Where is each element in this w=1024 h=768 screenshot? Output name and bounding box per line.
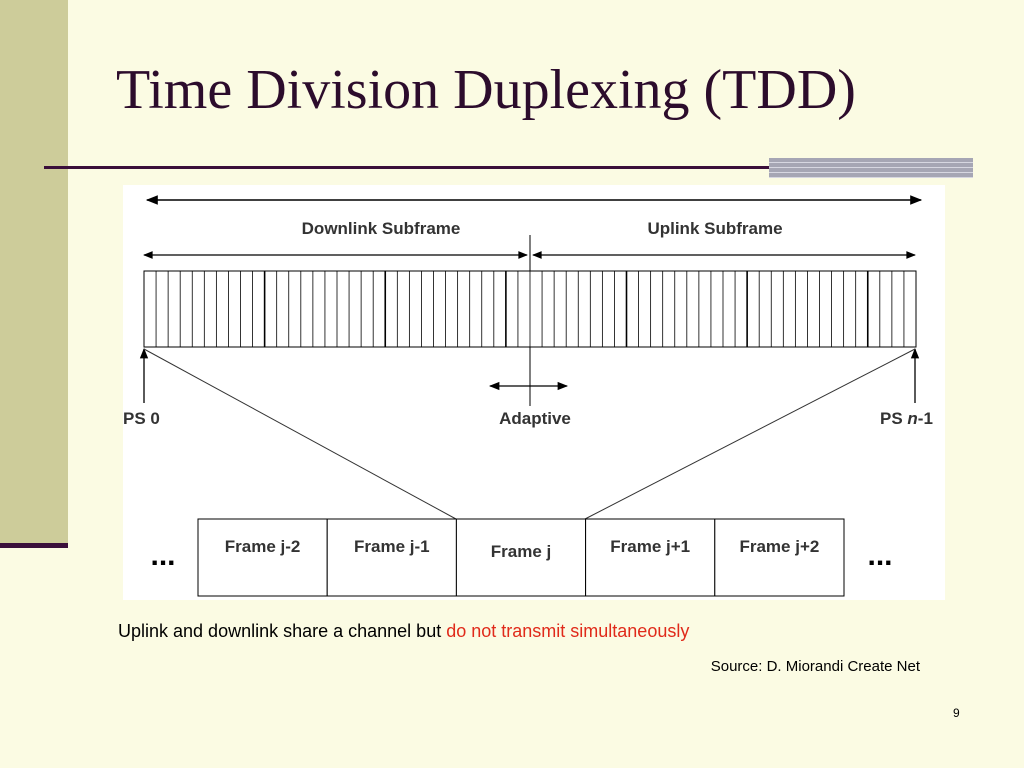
frame-label: Frame j <box>491 542 551 561</box>
caption-text: Uplink and downlink share a channel but <box>118 621 447 641</box>
frame-box <box>714 518 845 597</box>
downlink-subframe-label: Downlink Subframe <box>302 219 461 238</box>
ellipsis-right: ... <box>867 539 892 572</box>
tdd-diagram-svg: Downlink Subframe Uplink Subframe PS 0 P… <box>123 195 933 597</box>
ellipsis-left: ... <box>150 539 175 572</box>
page-number: 9 <box>953 706 960 720</box>
frame-box <box>197 518 328 597</box>
frame-label: Frame j+2 <box>739 537 819 556</box>
slot-lines <box>155 271 905 347</box>
title-underline <box>44 166 784 169</box>
frame-label: Frame j+1 <box>610 537 690 556</box>
frame-label: Frame j-2 <box>225 537 301 556</box>
slide-caption: Uplink and downlink share a channel but … <box>118 621 689 642</box>
slide-title: Time Division Duplexing (TDD) <box>116 59 856 121</box>
left-sidebar-rule <box>0 543 68 548</box>
zoom-line-right <box>584 348 916 520</box>
source-citation: Source: D. Miorandi Create Net <box>710 658 920 675</box>
frame-box <box>326 518 457 597</box>
frame-box <box>455 518 587 597</box>
zoom-line-left <box>143 348 457 520</box>
tdd-frame-diagram: Downlink Subframe Uplink Subframe PS 0 P… <box>123 185 945 600</box>
uplink-subframe-label: Uplink Subframe <box>647 219 782 238</box>
ps-0-label: PS 0 <box>123 409 160 428</box>
accent-stripe-bar <box>769 158 973 178</box>
frame-box <box>585 518 716 597</box>
ps-n-1-label: PS n-1 <box>880 409 933 428</box>
adaptive-label: Adaptive <box>499 409 571 428</box>
frame-row: Frame j-2 Frame j-1 Frame j Frame j+1 Frame … <box>197 518 845 597</box>
frame-label: Frame j-1 <box>354 537 430 556</box>
caption-highlight: do not transmit simultaneously <box>446 621 690 641</box>
left-sidebar-bar <box>0 0 68 545</box>
